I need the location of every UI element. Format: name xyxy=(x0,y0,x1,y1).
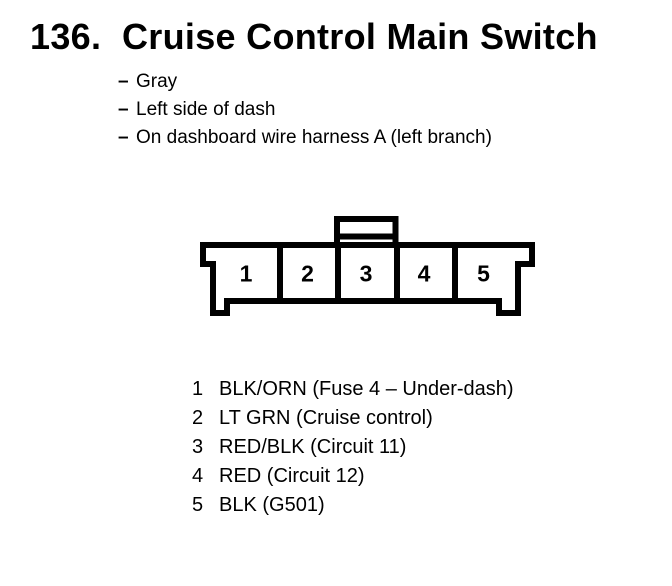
legend-row: 5 BLK (G501) xyxy=(192,491,514,520)
legend-pin: 1 xyxy=(192,378,204,400)
pin-number-1: 1 xyxy=(240,261,253,287)
legend-label: RED (Circuit 12) xyxy=(219,465,365,487)
notes-list: – Gray – Left side of dash – On dashboar… xyxy=(118,68,492,152)
legend-label: BLK (G501) xyxy=(219,494,325,516)
note-color: – Gray xyxy=(118,68,492,96)
note-text: Left side of dash xyxy=(136,99,276,120)
latch-tab xyxy=(334,216,399,247)
note-text: Gray xyxy=(136,71,178,92)
page-title: 136. Cruise Control Main Switch xyxy=(30,18,598,55)
dash-marker: – xyxy=(118,99,129,120)
pin-number-4: 4 xyxy=(418,261,431,287)
pin-number-5: 5 xyxy=(477,261,490,287)
pin-number-3: 3 xyxy=(360,261,373,287)
pin-number-2: 2 xyxy=(301,261,314,287)
legend-pin: 3 xyxy=(192,436,204,458)
note-location: – Left side of dash xyxy=(118,96,492,124)
cavity-dividers xyxy=(277,245,458,301)
legend-pin: 4 xyxy=(192,465,204,487)
legend-row: 4 RED (Circuit 12) xyxy=(192,462,514,491)
legend-label: RED/BLK (Circuit 11) xyxy=(219,436,407,458)
connector-diagram: 1 2 3 4 5 xyxy=(200,216,535,316)
connector-body-outline xyxy=(200,242,535,316)
legend-pin: 2 xyxy=(192,407,204,429)
legend-label: LT GRN (Cruise control) xyxy=(219,407,433,429)
legend-row: 3 RED/BLK (Circuit 11) xyxy=(192,433,514,462)
legend-label: BLK/ORN (Fuse 4 – Under-dash) xyxy=(219,378,514,400)
item-number: 136. xyxy=(30,16,102,57)
note-text: On dashboard wire harness A (left branch… xyxy=(136,127,492,148)
item-title: Cruise Control Main Switch xyxy=(122,16,598,57)
dash-marker: – xyxy=(118,127,129,148)
note-harness: – On dashboard wire harness A (left bran… xyxy=(118,124,492,152)
legend-pin: 5 xyxy=(192,494,204,516)
dash-marker: – xyxy=(118,71,129,92)
legend-row: 1 BLK/ORN (Fuse 4 – Under-dash) xyxy=(192,375,514,404)
legend-row: 2 LT GRN (Cruise control) xyxy=(192,404,514,433)
wire-legend: 1 BLK/ORN (Fuse 4 – Under-dash) 2 LT GRN… xyxy=(192,375,514,520)
